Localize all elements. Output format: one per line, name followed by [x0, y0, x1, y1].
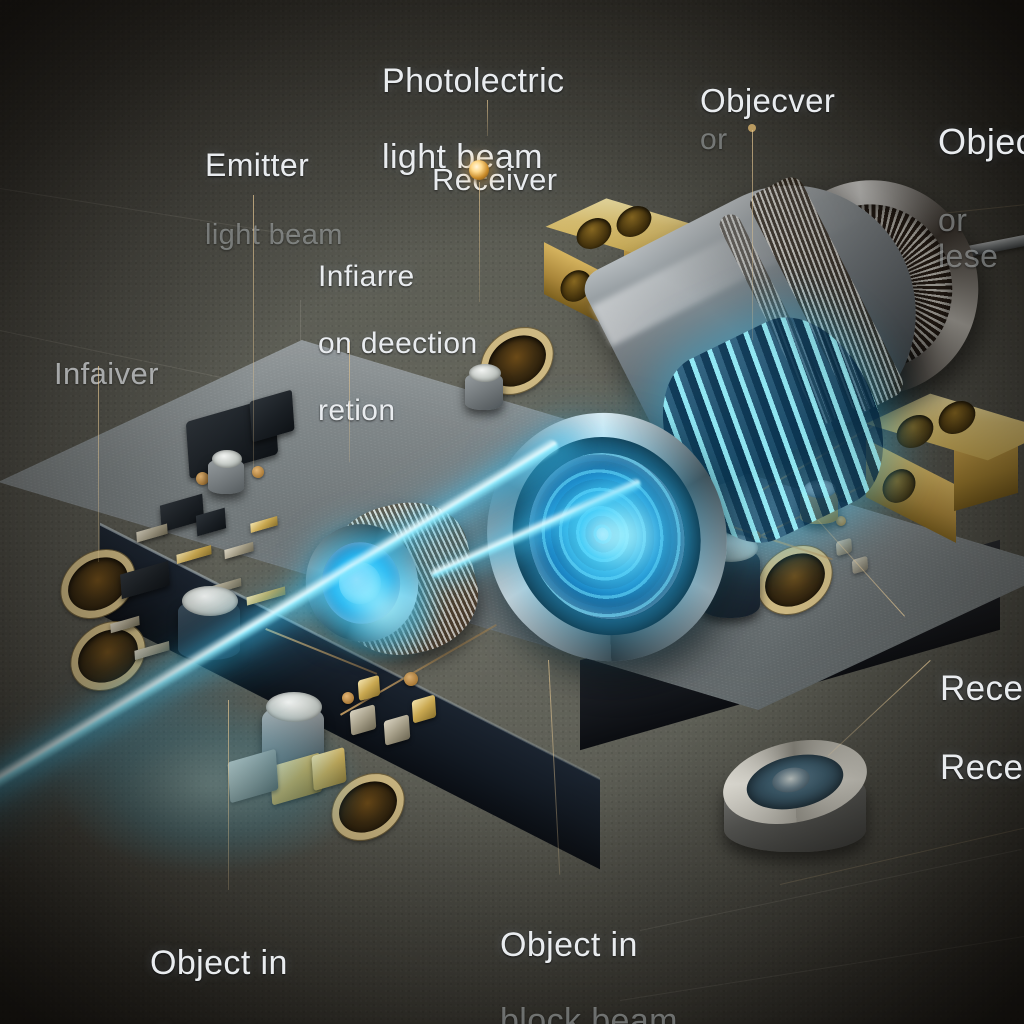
leader-line-infaiver [98, 366, 99, 562]
callout-line-1: Objec [938, 121, 1024, 163]
callout-emitter[interactable]: Emitter light beam [205, 112, 343, 288]
callout-line-1: Objecver [700, 81, 836, 119]
callout-line-1: Object in [500, 926, 638, 965]
callout-line-1: Photolectric [382, 62, 565, 101]
leader-line-observer [752, 130, 753, 340]
guide-line [620, 935, 1024, 1001]
led-dome-lens [212, 450, 242, 468]
capacitor-top [182, 586, 238, 616]
callout-line-1: Receiver [432, 161, 558, 197]
callout-line-2: or [700, 122, 728, 156]
leader-line-photoelectric [487, 100, 488, 136]
emitter-barrel [294, 490, 490, 673]
callout-object-in-block-beam[interactable]: Object in block beam [500, 888, 678, 1024]
loose-lens-cap [714, 727, 882, 864]
callout-line-2: block beam [500, 1002, 678, 1024]
leader-line-object-detection [228, 700, 229, 890]
callout-line-2: light beam [382, 138, 543, 177]
callout-line-2: light beam [205, 219, 343, 252]
callout-dot-receiver-top [469, 160, 489, 180]
callout-line-1: Object in [150, 944, 288, 983]
copper-pad [404, 672, 418, 686]
leader-line-emitter [253, 195, 254, 470]
callout-line-3: retion [318, 393, 396, 427]
callout-dot-observer [748, 124, 756, 132]
callout-line-2: on deection [318, 326, 478, 360]
copper-pad [342, 692, 354, 704]
callout-receiver-top[interactable]: Receiver [432, 128, 558, 232]
leader-line-infrared [349, 342, 350, 462]
smd-component [176, 544, 212, 565]
callout-receiver-right[interactable]: Recei Receiver [940, 630, 1024, 826]
callout-line-2: detection [150, 1020, 292, 1024]
callout-object-in-detection[interactable]: Object in detection [150, 906, 292, 1024]
callout-photoelectric-light-beam[interactable]: Photolectric light beam [382, 24, 564, 214]
callout-infrared-detection[interactable]: Infiarre on deection retion [318, 226, 478, 461]
callout-line-1: Infiarre [318, 259, 415, 293]
callout-line-2: or lese [938, 201, 999, 274]
callout-line-1: Recei [940, 669, 1024, 709]
smd-component [246, 586, 286, 606]
callout-line-2: Receiver [940, 747, 1024, 787]
capacitor-top [266, 692, 322, 722]
smd-block [311, 746, 347, 792]
callout-line-1: Infaiver [54, 355, 159, 391]
callout-observer-or[interactable]: Objecver or [700, 46, 835, 157]
callout-line-1: Emitter [205, 146, 310, 183]
callout-infaiver-left[interactable]: Infaiver [54, 322, 159, 426]
callout-object-or-lens[interactable]: Objec or lese [938, 82, 1024, 315]
leader-line-receiver-top [479, 182, 480, 302]
receiver-lens-glow [503, 429, 710, 643]
